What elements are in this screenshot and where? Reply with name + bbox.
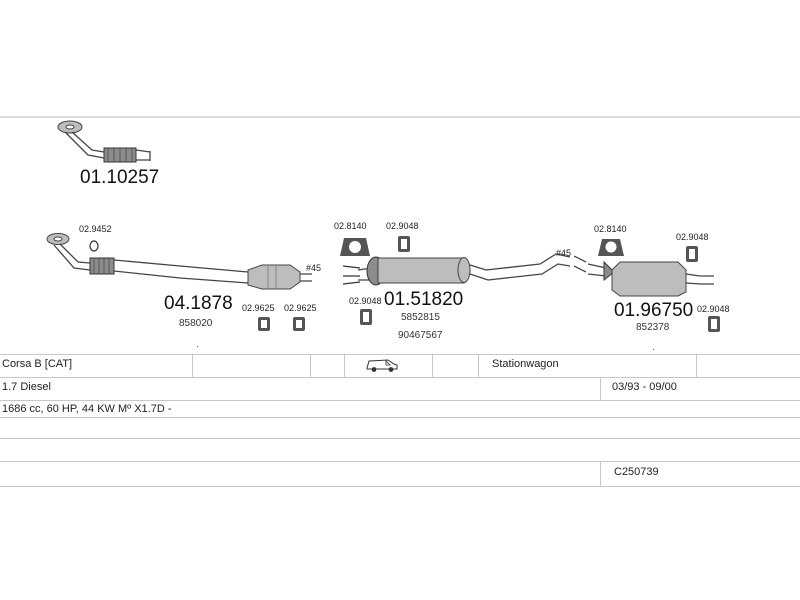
catalyst-icon bbox=[247, 264, 301, 290]
rear-silencer-part[interactable] bbox=[587, 260, 714, 297]
hanger-ring-icon bbox=[340, 238, 370, 256]
hanger-ring-icon bbox=[598, 239, 624, 256]
part-ref-2: 858020 bbox=[179, 318, 213, 329]
vehicle-model: Corsa B [CAT] bbox=[2, 358, 73, 370]
hanger-number-mid-low: 02.9048 bbox=[349, 296, 382, 306]
table-row: Corsa B [CAT] Stationwagon bbox=[0, 354, 800, 378]
hanger-number-mid-right: 02.9048 bbox=[386, 221, 419, 231]
tick-mark: · bbox=[196, 341, 199, 351]
flex-joint-icon bbox=[89, 257, 115, 275]
front-pipe-part[interactable] bbox=[57, 120, 151, 163]
table-row bbox=[0, 418, 800, 439]
tick-mark: · bbox=[652, 344, 655, 352]
clamp-icon bbox=[293, 317, 305, 331]
table-row bbox=[0, 439, 800, 462]
hanger-number-mid-left: 02.8140 bbox=[334, 221, 367, 231]
rubber-hanger-icon bbox=[398, 236, 410, 252]
connector-clamp-icon bbox=[342, 265, 361, 285]
silencer-body-icon bbox=[377, 257, 465, 284]
rubber-hanger-icon bbox=[360, 309, 372, 325]
part-number-1: 01.10257 bbox=[80, 167, 159, 188]
table-row: 1686 cc, 60 HP, 44 KW Mº X1.7D - bbox=[0, 401, 800, 418]
connector-label-1: #45 bbox=[306, 263, 321, 273]
table-row: 1.7 Diesel 03/93 - 09/00 bbox=[0, 377, 800, 401]
table-row: C250739 bbox=[0, 462, 800, 487]
part-number-2: 04.1878 bbox=[164, 293, 233, 314]
front-pipe-catalyst-part[interactable] bbox=[46, 233, 312, 290]
hanger-number-rear-low: 02.9048 bbox=[697, 304, 730, 314]
clamp-number-a: 02.9625 bbox=[242, 303, 275, 313]
production-years: 03/93 - 09/00 bbox=[612, 381, 677, 393]
part-number-3: 01.51820 bbox=[384, 289, 463, 310]
van-icon bbox=[366, 357, 398, 376]
rear-silencer-body-icon bbox=[611, 261, 687, 297]
clamp-icon bbox=[258, 317, 270, 331]
part-ref-4: 852378 bbox=[636, 322, 670, 333]
hanger-number-rear-left: 02.8140 bbox=[594, 224, 627, 234]
clamp-number-b: 02.9625 bbox=[284, 303, 317, 313]
hanger-number-rear-right: 02.9048 bbox=[676, 232, 709, 242]
rubber-hanger-icon bbox=[708, 316, 720, 332]
body-type: Stationwagon bbox=[492, 358, 559, 370]
connector-label-2: #45 bbox=[556, 248, 571, 258]
catalog-code: C250739 bbox=[614, 466, 659, 478]
rubber-hanger-icon bbox=[686, 246, 698, 262]
engine: 1.7 Diesel bbox=[2, 381, 51, 393]
part-ref-3a: 5852815 bbox=[401, 312, 440, 323]
middle-silencer-part[interactable] bbox=[357, 253, 571, 286]
engine-spec: 1686 cc, 60 HP, 44 KW Mº X1.7D - bbox=[2, 403, 172, 415]
part-ref-3b: 90467567 bbox=[398, 330, 443, 341]
part-number-4: 01.96750 bbox=[614, 300, 693, 321]
connector-clamp-icon bbox=[573, 255, 587, 273]
exhaust-system-diagram: 01.10257 02.9452 04.1878 858020 02.9625 … bbox=[0, 116, 800, 352]
gasket-number: 02.9452 bbox=[79, 224, 112, 234]
gasket-icon bbox=[89, 240, 99, 252]
